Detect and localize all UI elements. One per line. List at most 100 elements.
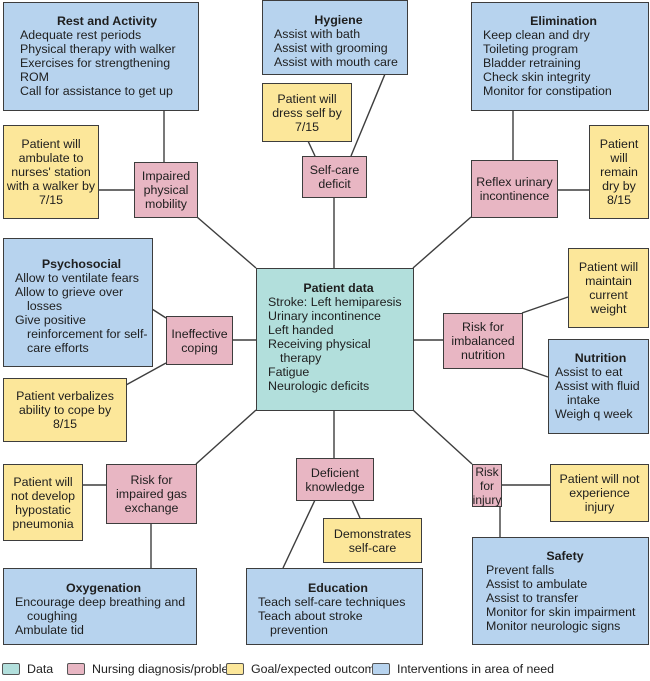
intervention-title: Rest and Activity xyxy=(56,14,158,28)
intervention-item: Monitor for skin impairment xyxy=(486,605,636,619)
intervention-item: Assist with mouth care xyxy=(274,55,398,69)
goal-no-injury: Patient will not experience injury xyxy=(550,464,649,522)
patient-data-box: Patient data Stroke: Left hemiparesis Ur… xyxy=(256,268,414,411)
goal-no-pneumonia: Patient will not develop hypostatic pneu… xyxy=(3,464,83,541)
goal-ambulate: Patient will ambulate to nurses' station… xyxy=(3,125,99,219)
legend-item-data: Data xyxy=(2,662,53,676)
goal-demonstrates-self-care: Demonstrates self-care xyxy=(323,518,422,563)
diagnosis-label: Ineffective coping xyxy=(171,326,228,355)
intervention-item: Assist with fluid intake xyxy=(555,379,640,407)
goal-label: Patient will maintain current weight xyxy=(578,260,639,316)
intervention-item: Exercises for strengthening xyxy=(20,56,171,70)
legend-item-goal: Goal/expected outcome xyxy=(226,662,382,676)
legend-label: Nursing diagnosis/problem xyxy=(92,662,239,676)
goal-label: Patient will dress self by 7/15 xyxy=(272,91,342,134)
diagnosis-label: Risk for injury xyxy=(472,464,502,507)
connector-coping-goal xyxy=(125,362,167,386)
goal-label: Patient will remain dry by 8/15 xyxy=(599,137,639,207)
intervention-item: Assist with grooming xyxy=(274,41,388,55)
diagnosis-label: Self-care deficit xyxy=(309,163,360,191)
intervention-item: Teach about stroke prevention xyxy=(258,609,363,637)
legend-swatch-goal xyxy=(226,663,244,675)
goal-dress-self: Patient will dress self by 7/15 xyxy=(262,83,352,142)
intervention-title: Nutrition xyxy=(574,351,627,365)
legend-swatch-diagnosis xyxy=(67,663,85,675)
diagnosis-label: Risk for imbalanced nutrition xyxy=(451,320,515,362)
diagnosis-deficient-knowledge: Deficient knowledge xyxy=(296,458,374,501)
legend-swatch-data xyxy=(2,663,20,675)
connector-selfcare-goal xyxy=(307,140,316,157)
intervention-title: Oxygenation xyxy=(65,581,142,595)
intervention-item: Give positive reinforcement for self-car… xyxy=(15,313,148,355)
intervention-item: Encourage deep breathing and coughing xyxy=(15,595,186,623)
diagnosis-impaired-physical-mobility: Impaired physical mobility xyxy=(134,162,198,218)
diagnosis-label: Risk for impaired gas exchange xyxy=(116,473,187,515)
intervention-item: Prevent falls xyxy=(486,563,555,577)
intervention-nutrition: Nutrition Assist to eat Assist with flui… xyxy=(548,339,649,434)
diagnosis-risk-impaired-gas-exchange: Risk for impaired gas exchange xyxy=(106,464,197,524)
patient-data-title: Patient data xyxy=(303,281,374,295)
intervention-item: Allow to grieve over losses xyxy=(15,285,124,313)
connector-center-urinary xyxy=(412,216,472,269)
patient-data-item: Fatigue xyxy=(268,365,310,379)
patient-data-item: Neurologic deficits xyxy=(268,379,370,393)
intervention-item: Teach self-care techniques xyxy=(258,595,406,609)
intervention-title: Hygiene xyxy=(314,13,363,27)
diagnosis-risk-imbalanced-nutrition: Risk for imbalanced nutrition xyxy=(443,313,523,369)
intervention-item: Monitor for constipation xyxy=(483,84,612,98)
goal-label: Patient will not experience injury xyxy=(559,472,640,514)
legend-swatch-interventions xyxy=(372,663,390,675)
intervention-item: ROM xyxy=(20,70,49,84)
intervention-title: Elimination xyxy=(530,14,597,28)
intervention-item: Assist with bath xyxy=(274,27,361,41)
legend-item-diagnosis: Nursing diagnosis/problem xyxy=(67,662,239,676)
intervention-oxygenation: Oxygenation Encourage deep breathing and… xyxy=(3,568,197,645)
connector-nutrition-intervention xyxy=(521,367,549,378)
connector-knowledge-goal xyxy=(351,499,361,519)
goal-label: Patient will ambulate to nurses' station… xyxy=(6,137,96,207)
intervention-item: Ambulate tid xyxy=(15,623,84,637)
intervention-title: Safety xyxy=(546,549,584,563)
connector-center-gas xyxy=(195,409,257,465)
intervention-item: Assist to ambulate xyxy=(486,577,588,591)
connector-knowledge-education xyxy=(282,499,316,569)
patient-data-item: Left handed xyxy=(268,323,334,337)
intervention-item: Bladder retraining xyxy=(483,56,581,70)
legend-item-interventions: Interventions in area of need xyxy=(372,662,554,676)
diagnosis-label: Reflex urinary incontinence xyxy=(476,175,553,203)
goal-label: Patient verbalizes ability to cope by 8/… xyxy=(16,389,114,431)
intervention-psychosocial: Psychosocial Allow to ventilate fears Al… xyxy=(3,238,153,367)
intervention-item: Physical therapy with walker xyxy=(20,42,176,56)
diagnosis-label: Impaired physical mobility xyxy=(141,169,191,211)
intervention-item: Assist to eat xyxy=(555,365,623,379)
patient-data-item: Receiving physical therapy xyxy=(268,337,371,365)
diagnosis-label: Deficient knowledge xyxy=(305,465,365,494)
connector-selfcare-hygiene xyxy=(350,73,386,157)
intervention-item: Call for assistance to get up xyxy=(20,84,173,98)
patient-data-item: Urinary incontinence xyxy=(268,309,381,323)
intervention-item: Weigh q week xyxy=(555,407,633,421)
goal-label: Demonstrates self-care xyxy=(333,526,412,555)
legend-label: Data xyxy=(27,662,54,676)
goal-verbalizes-coping: Patient verbalizes ability to cope by 8/… xyxy=(3,378,127,442)
intervention-item: Check skin integrity xyxy=(483,70,591,84)
legend-label: Interventions in area of need xyxy=(397,662,555,676)
intervention-rest-activity: Rest and Activity Adequate rest periods … xyxy=(3,2,199,111)
connector-center-injury xyxy=(412,409,473,465)
connector-center-mobility xyxy=(196,216,257,269)
goal-remain-dry: Patient will remain dry by 8/15 xyxy=(589,125,649,219)
diagnosis-reflex-urinary-incontinence: Reflex urinary incontinence xyxy=(471,160,558,218)
intervention-education: Education Teach self-care techniques Tea… xyxy=(246,568,423,645)
diagnosis-self-care-deficit: Self-care deficit xyxy=(302,156,367,198)
intervention-item: Allow to ventilate fears xyxy=(15,271,139,285)
intervention-item: Assist to transfer xyxy=(486,591,579,605)
intervention-title: Education xyxy=(308,581,368,595)
intervention-item: Toileting program xyxy=(483,42,579,56)
patient-data-item: Stroke: Left hemiparesis xyxy=(268,295,402,309)
intervention-item: Keep clean and dry xyxy=(483,28,590,42)
connector-coping-psychosocial xyxy=(151,308,167,319)
goal-maintain-weight: Patient will maintain current weight xyxy=(568,248,649,328)
intervention-item: Adequate rest periods xyxy=(20,28,142,42)
connector-nutrition-goal xyxy=(521,296,569,314)
